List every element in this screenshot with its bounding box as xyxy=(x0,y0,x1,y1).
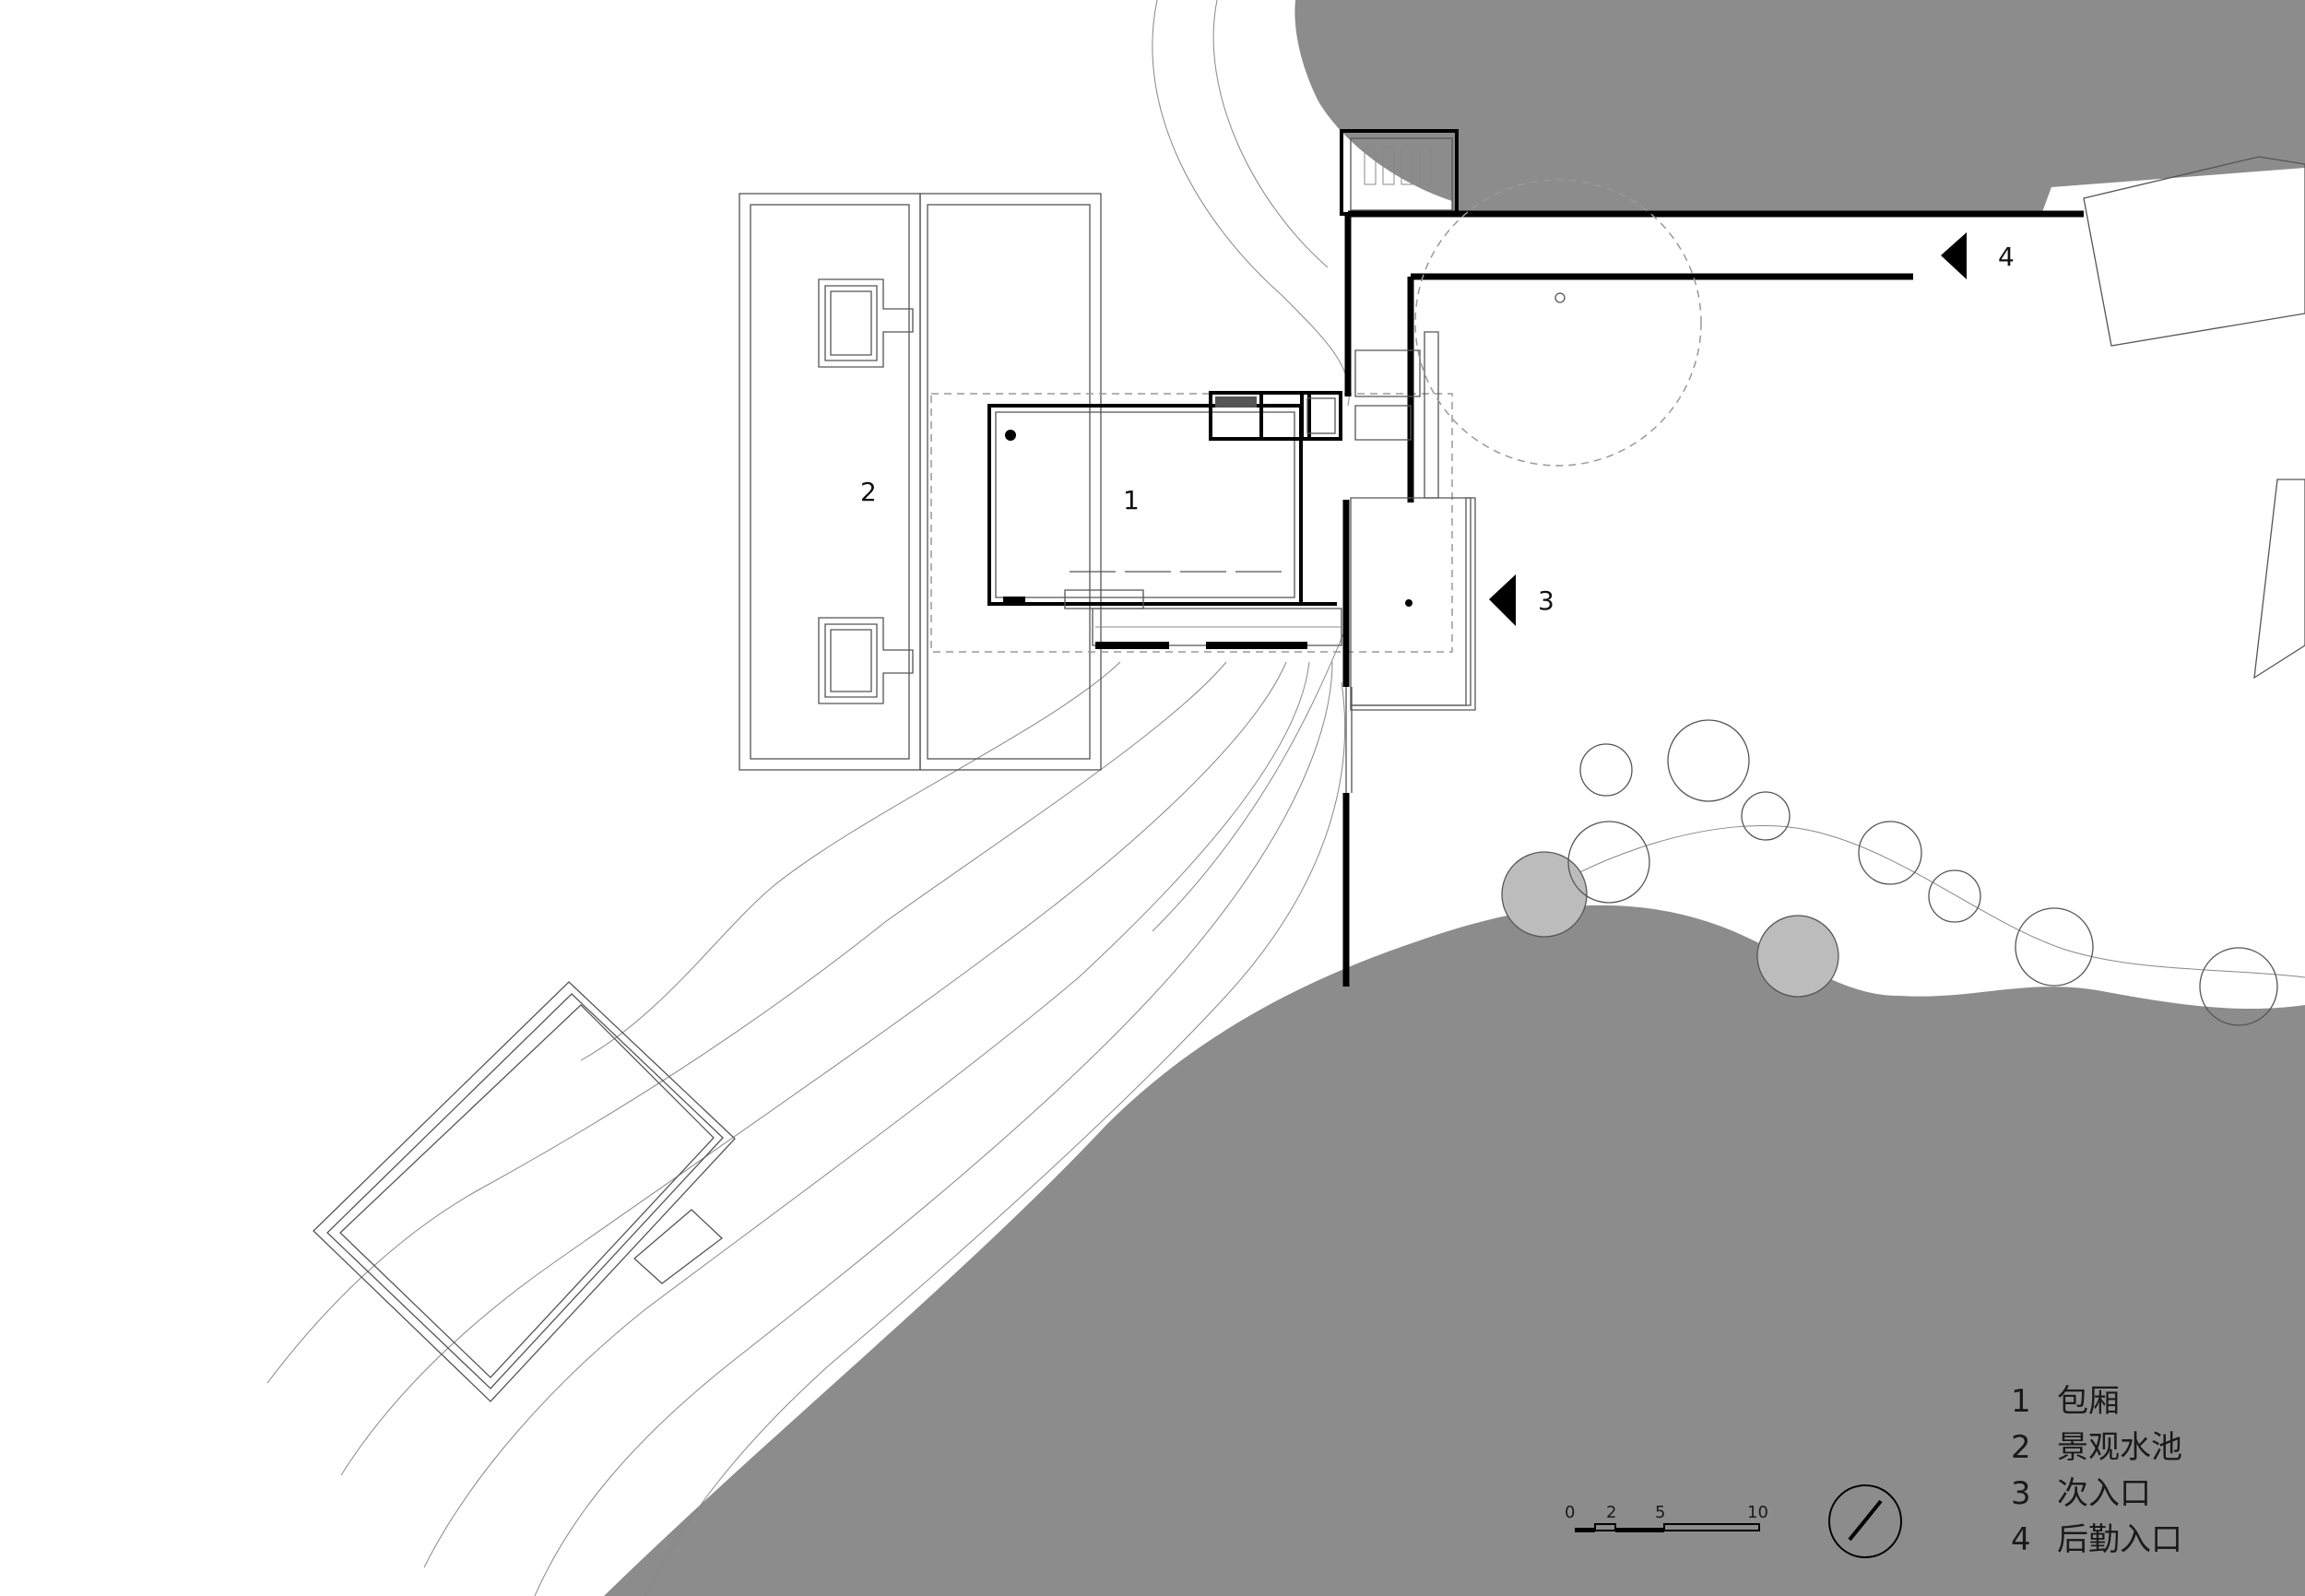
entrance-marker-3: 3 xyxy=(1489,574,1554,626)
scale-tick-0: 0 xyxy=(1565,1503,1575,1522)
legend-item-3: 3 次入口 xyxy=(2011,1471,2182,1517)
north-arrow-icon xyxy=(1828,1484,1902,1558)
deck-stairs xyxy=(1092,608,1342,649)
legend-text: 次入口 xyxy=(2057,1475,2151,1512)
legend-item-2: 2 景观水池 xyxy=(2011,1425,2182,1471)
trees xyxy=(1501,719,2278,1026)
water-lake-top xyxy=(1294,0,2305,212)
scale-tick-10: 10 xyxy=(1747,1503,1768,1522)
entrance-deck xyxy=(1350,331,1476,711)
water-lake-bottom xyxy=(604,904,2305,1596)
legend-num: 1 xyxy=(2011,1383,2031,1420)
private-room-1 xyxy=(930,391,1453,653)
label-entrance-3: 3 xyxy=(1538,585,1554,616)
contour-lines xyxy=(266,0,2305,1596)
tree-canopy xyxy=(1414,179,1702,467)
label-room-1: 1 xyxy=(1123,485,1140,515)
legend: 1 包厢 2 景观水池 3 次入口 4 后勤入口 xyxy=(2011,1378,2182,1563)
entrance-triangle-icon xyxy=(1489,574,1516,626)
planter-box-top xyxy=(818,278,914,368)
pavilion xyxy=(313,981,736,1402)
label-entrance-4: 4 xyxy=(1998,242,2015,272)
entrance-triangle-icon xyxy=(1941,232,1967,279)
water-areas xyxy=(604,0,2305,1596)
planter-box-bottom xyxy=(818,617,914,704)
legend-text: 景观水池 xyxy=(2057,1429,2182,1466)
legend-num: 3 xyxy=(2011,1475,2031,1512)
adjacent-buildings xyxy=(2083,156,2305,680)
entrance-marker-4: 4 xyxy=(1941,232,2015,279)
service-block xyxy=(1340,129,1459,216)
walls xyxy=(1342,210,2084,987)
label-pool-2: 2 xyxy=(860,477,877,507)
scale-bar: 0 2 5 10 xyxy=(1565,1503,1768,1532)
landscape-pool-2 xyxy=(739,193,1102,771)
legend-num: 4 xyxy=(2011,1521,2031,1558)
scale-tick-2: 2 xyxy=(1606,1503,1616,1522)
scale-tick-5: 5 xyxy=(1655,1503,1665,1522)
legend-item-1: 1 包厢 xyxy=(2011,1378,2182,1425)
legend-text: 后勤入口 xyxy=(2057,1521,2182,1558)
legend-num: 2 xyxy=(2011,1429,2031,1466)
legend-text: 包厢 xyxy=(2057,1383,2120,1420)
legend-item-4: 4 后勤入口 xyxy=(2011,1517,2182,1563)
